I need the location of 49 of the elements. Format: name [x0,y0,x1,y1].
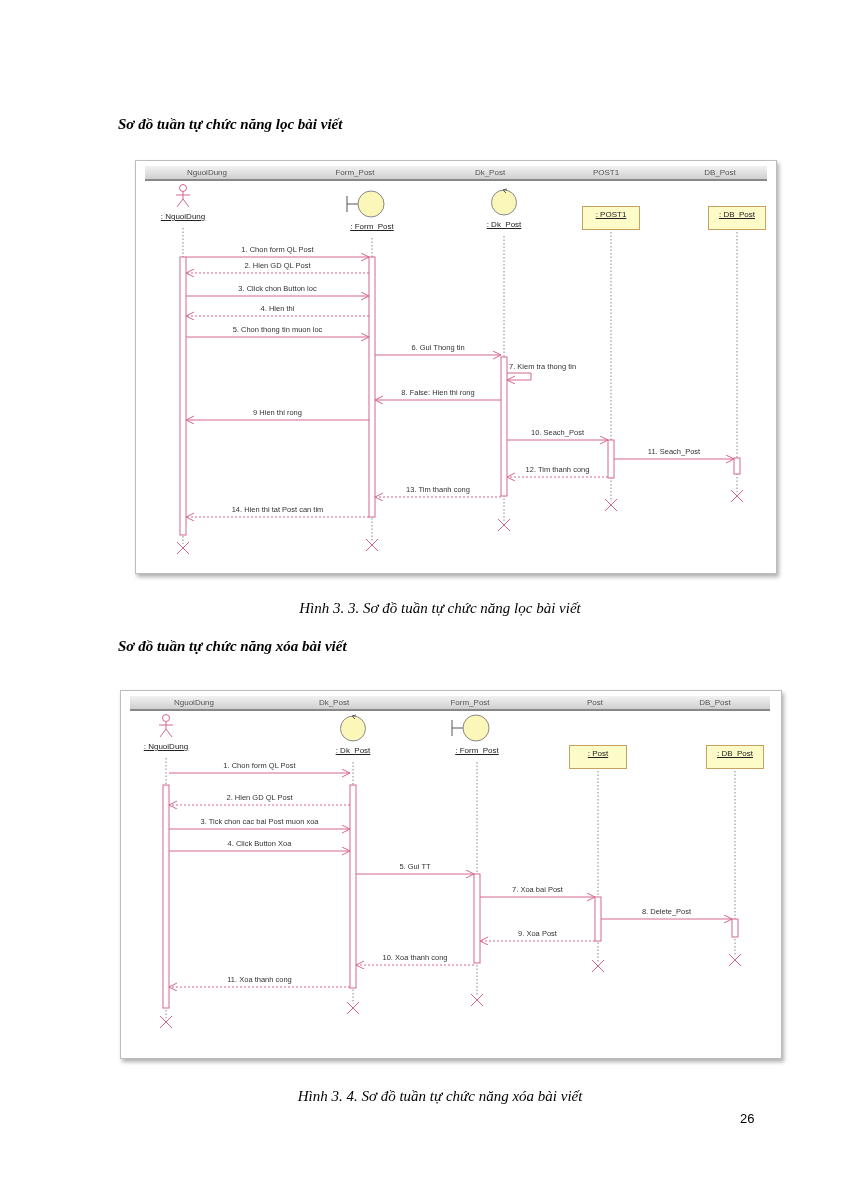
column-label: Dk_Post [474,168,506,177]
message-arrow [168,824,351,834]
message-arrow [506,472,609,482]
object-box: : POST1 [582,206,640,230]
message-arrow [479,936,596,946]
participant-name: : NguoiDung [160,212,206,221]
message-arrow [168,982,351,992]
message-arrow [506,435,609,445]
caption: Hình 3. 3. Sơ đồ tuần tự chức năng lọc bài viết [299,600,581,617]
message-arrow [374,350,502,360]
message-arrow [185,268,370,278]
heading: Sơ đồ tuần tự chức năng lọc bài viết [118,116,343,133]
message-arrow [185,291,370,301]
message-arrow [168,846,351,856]
message-arrow [185,311,370,321]
participant-name: : Dk_Post [335,746,371,755]
page-number: 26 [740,1111,755,1126]
message-arrow [506,372,532,385]
participant-name: : Form_Post [455,746,499,755]
message-arrow [355,869,475,879]
column-label: POST1 [592,168,620,177]
column-label: NguoiDung [174,698,214,707]
participant-name: : Dk_Post [486,220,522,229]
message-arrow [479,892,596,902]
column-label: Post [587,698,603,707]
message-arrow [168,800,351,810]
object-box: : DB_Post [708,206,766,230]
message-arrow [168,768,351,778]
column-label: DB_Post [699,698,731,707]
message-arrow [185,512,370,522]
object-box: : DB_Post [706,745,764,769]
caption: Hình 3. 4. Sơ đồ tuần tự chức năng xóa bài viết [297,1088,583,1105]
column-label: Dk_Post [318,698,350,707]
message-arrow [185,415,370,425]
heading: Sơ đồ tuần tự chức năng xóa bài viết [118,638,347,655]
message-arrow [355,960,475,970]
message-arrow [613,454,735,464]
column-label: Form_Post [335,168,375,177]
message-arrow [374,492,502,502]
participant-name: : NguoiDung [143,742,189,751]
participant-name: : Form_Post [350,222,394,231]
column-label: Form_Post [450,698,490,707]
column-label: DB_Post [704,168,736,177]
message-arrow [185,332,370,342]
object-box: : Post [569,745,627,769]
message-arrow [374,395,502,405]
column-label: NguoiDung [187,168,227,177]
message-arrow [600,914,733,924]
message-arrow [185,252,370,262]
